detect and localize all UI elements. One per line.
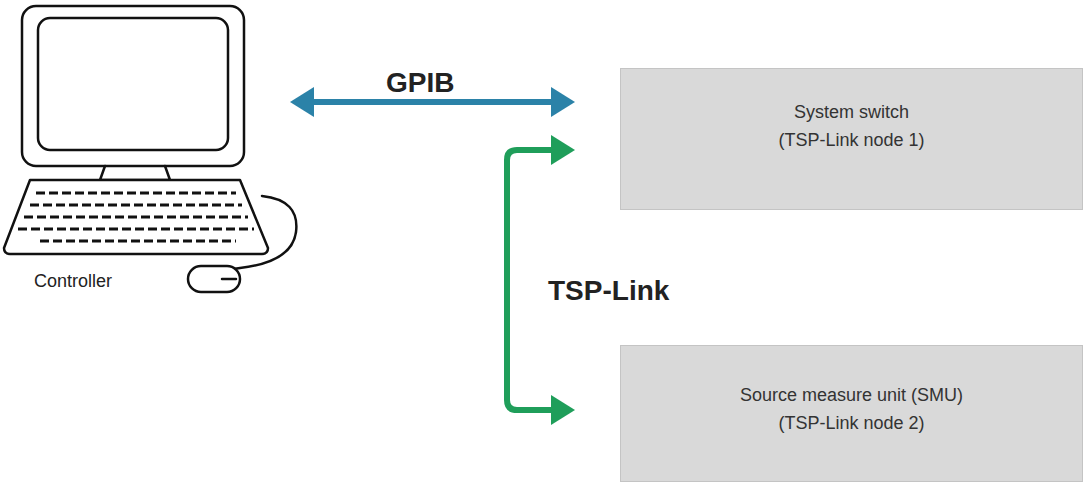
controller-computer: Controller — [8, 5, 290, 305]
instrument-box: System switch(TSP-Link node 1) — [620, 68, 1083, 210]
computer-illustration — [0, 0, 300, 310]
connection-label: TSP-Link — [545, 275, 672, 307]
box-label: Source measure unit (SMU) — [740, 381, 963, 409]
instrument-box: Source measure unit (SMU)(TSP-Link node … — [620, 345, 1083, 482]
box-label: (TSP-Link node 1) — [778, 126, 924, 154]
box-label: (TSP-Link node 2) — [778, 409, 924, 437]
connection-label: GPIB — [383, 67, 457, 99]
computer-label: Controller — [34, 271, 112, 292]
box-label: System switch — [794, 98, 909, 126]
